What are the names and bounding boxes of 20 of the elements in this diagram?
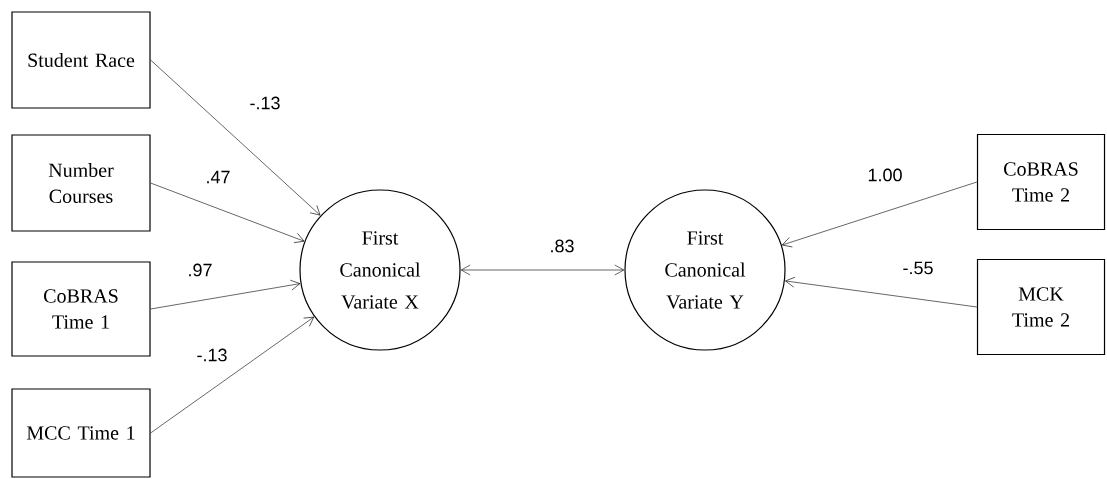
edge-label: -.13 [248,95,282,111]
edge-label: -.13 [195,347,229,363]
arrow [782,181,978,248]
variable-box: MCC Time 1 [11,388,151,478]
variable-box: CoBRAS Time 1 [11,261,151,357]
arrow [785,276,978,308]
arrow [150,59,321,216]
edge-label: .97 [186,262,214,278]
arrow [150,182,305,243]
arrow [150,316,315,434]
variable-box: CoBRAS Time 2 [976,133,1106,231]
edge-label: 1.00 [866,167,904,183]
arrow [150,279,301,310]
edge-label: .47 [204,169,232,185]
variable-box: Student Race [11,11,151,109]
edge-label: -.55 [901,260,935,276]
variable-box: MCK Time 2 [976,258,1106,356]
variable-box: Number Courses [11,134,151,232]
arrow [460,264,625,276]
edge-label: .83 [548,238,576,254]
